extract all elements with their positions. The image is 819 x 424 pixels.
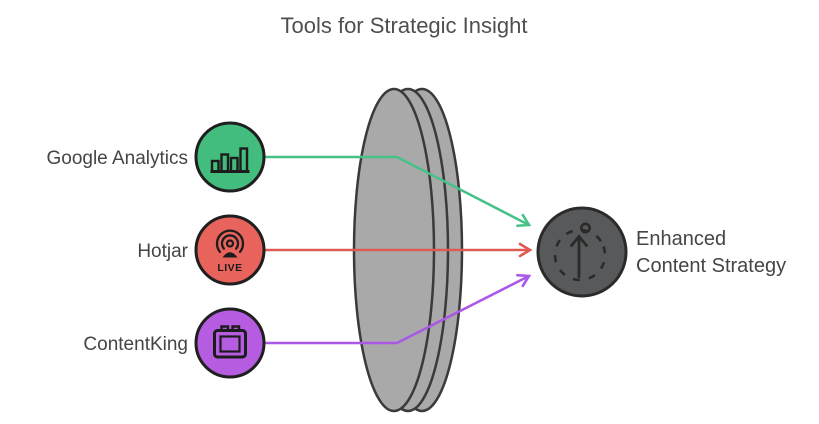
outcome-circle — [536, 206, 628, 298]
arrow-contentking — [265, 273, 532, 345]
growth-arrow-icon — [553, 222, 607, 282]
outcome-label-line1: Enhanced — [636, 228, 726, 250]
hotjar-circle — [194, 214, 266, 286]
node-google-analytics: Google Analytics — [46, 121, 266, 193]
live-label: LIVE — [217, 262, 242, 274]
node-contentking: ContentKing — [83, 307, 266, 379]
hotjar-label: Hotjar — [137, 241, 188, 262]
live-broadcast-icon: LIVE — [215, 229, 245, 274]
node-hotjar: LIVE Hotjar — [137, 214, 266, 286]
calendar-icon — [213, 325, 247, 359]
node-outcome: Enhanced Content Strategy — [536, 206, 786, 298]
bar-chart-icon — [210, 147, 250, 173]
arrow-google-analytics — [265, 155, 532, 228]
contentking-label: ContentKing — [83, 334, 188, 355]
outcome-label-line2: Content Strategy — [636, 255, 786, 277]
connector-arrows — [264, 155, 533, 345]
google-analytics-label: Google Analytics — [46, 148, 188, 169]
diagram-title: Tools for Strategic Insight — [280, 13, 527, 38]
contentking-circle — [194, 307, 266, 379]
